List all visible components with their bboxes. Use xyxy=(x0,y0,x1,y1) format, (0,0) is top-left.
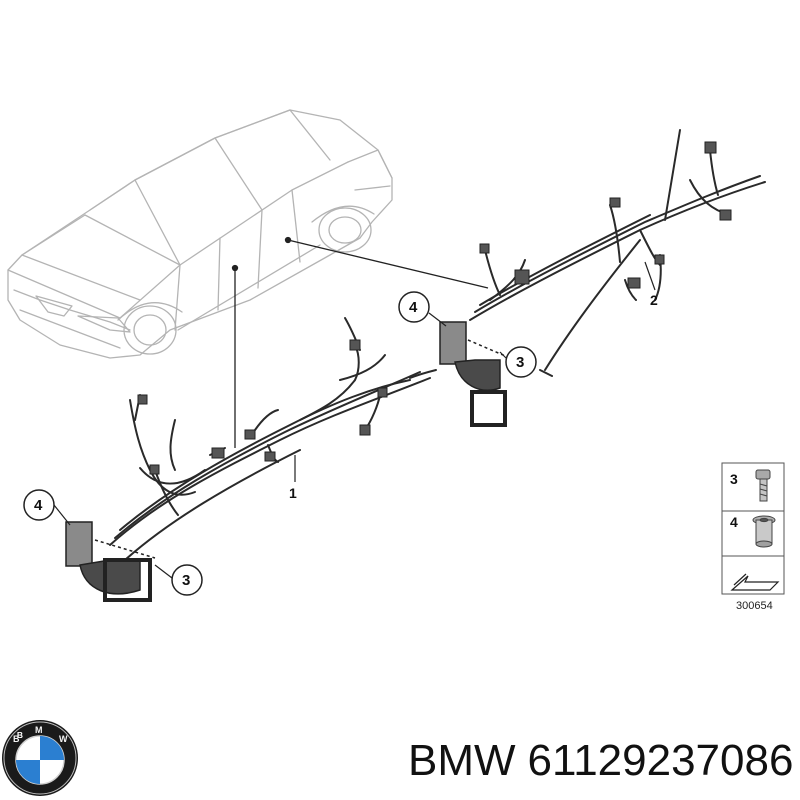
callout-4-right: 4 xyxy=(398,291,447,327)
door-wiring-harness-left xyxy=(109,317,437,561)
callout-3-right: 3 xyxy=(499,346,537,378)
legend-item-4-number: 4 xyxy=(730,514,738,530)
part-number: 61129237086 xyxy=(527,736,794,785)
parts-legend: 3 4 300654 xyxy=(721,462,785,612)
bolt-icon xyxy=(755,469,771,502)
harness-left-bracket xyxy=(65,521,156,602)
callout-3-right-label: 3 xyxy=(516,354,524,371)
direction-arrow-icon xyxy=(730,573,780,591)
callout-1: 1 xyxy=(289,455,297,501)
harness-right-bracket xyxy=(439,321,511,427)
callout-1-label: 1 xyxy=(289,485,297,501)
callout-3-left: 3 xyxy=(154,564,203,596)
harness-left-connectors xyxy=(137,339,388,475)
callout-4-left: 4 xyxy=(23,489,71,526)
bmw-roundel-icon: B B M W xyxy=(2,720,78,796)
svg-text:B: B xyxy=(17,730,23,740)
svg-text:B M W: B M W xyxy=(13,725,68,744)
callout-2: 2 xyxy=(644,261,658,308)
callout-3-left-label: 3 xyxy=(182,572,190,589)
diagram-reference-number: 300654 xyxy=(736,600,773,612)
callout-4-right-label: 4 xyxy=(409,299,418,316)
locator-leaders xyxy=(231,236,489,448)
callout-2-label: 2 xyxy=(650,292,658,308)
callout-4-left-label: 4 xyxy=(34,497,43,514)
car-outline-illustration xyxy=(7,109,393,359)
rivet-nut-icon xyxy=(752,515,776,548)
brand-name: BMW xyxy=(408,736,516,785)
harness-right-connectors xyxy=(479,141,732,289)
legend-item-3-number: 3 xyxy=(730,471,738,487)
door-wiring-harness-right xyxy=(469,129,766,377)
